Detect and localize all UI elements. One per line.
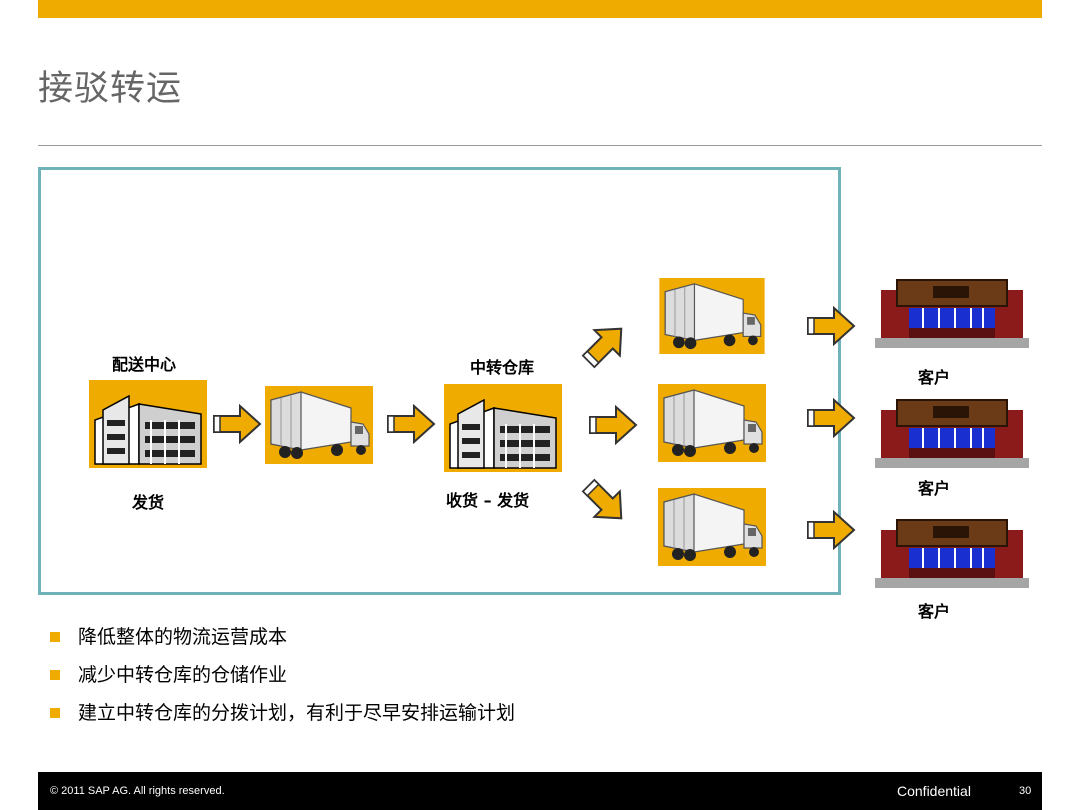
truck-icon (265, 386, 373, 464)
distribution-center-label: 配送中心 (112, 355, 177, 374)
bullet-text: 降低整体的物流运营成本 (78, 626, 288, 648)
truck-icon (658, 384, 766, 462)
diagram-frame (38, 167, 841, 595)
footer-bar: © 2011 SAP AG. All rights reserved. Conf… (38, 772, 1042, 810)
bullet-text: 建立中转仓库的分拨计划，有利于尽早安排运输计划 (78, 702, 516, 724)
title-divider (38, 145, 1042, 146)
slide-title: 接驳转运 (38, 69, 183, 109)
transfer-warehouse-label: 中转仓库 (470, 358, 535, 377)
truck-icon (658, 278, 766, 354)
bullet-marker (50, 708, 60, 718)
arrow-icon (386, 404, 436, 444)
top-accent-bar (38, 0, 1042, 18)
customer-label: 客户 (918, 368, 951, 387)
transfer-warehouse-action: 收货 – 发货 (446, 491, 530, 510)
customer-label: 客户 (918, 479, 951, 498)
store-icon (875, 398, 1029, 468)
customer-label: 客户 (918, 602, 951, 621)
bullet-marker (50, 670, 60, 680)
truck-icon (658, 488, 766, 566)
page-number: 30 (1019, 785, 1032, 797)
copyright-text: © 2011 SAP AG. All rights reserved. (50, 785, 225, 797)
arrow-icon (806, 510, 856, 550)
distribution-center-action: 发货 (132, 493, 165, 512)
arrow-icon (212, 404, 262, 444)
arrow-icon (806, 398, 856, 438)
warehouse-icon (444, 384, 562, 472)
arrow-icon (588, 405, 638, 445)
arrow-icon (806, 306, 856, 346)
bullet-marker (50, 632, 60, 642)
store-icon (875, 518, 1029, 588)
warehouse-icon (89, 380, 207, 468)
store-icon (875, 278, 1029, 348)
bullet-text: 减少中转仓库的仓储作业 (78, 664, 288, 686)
confidential-label: Confidential (897, 783, 971, 799)
